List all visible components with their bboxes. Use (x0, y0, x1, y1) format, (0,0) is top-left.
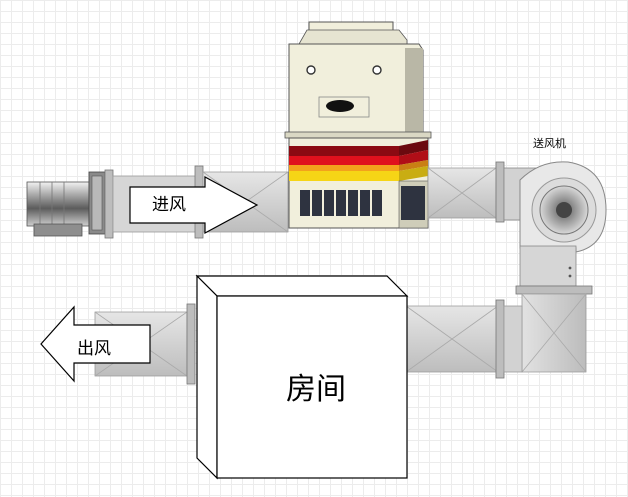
gauge-left (306, 65, 316, 75)
arrow-left-icon (40, 305, 151, 383)
supply-duct-upper (427, 161, 505, 223)
air-handling-unit (284, 21, 432, 229)
supply-duct-vertical (515, 285, 593, 373)
fan-label: 送风机 (533, 137, 566, 150)
filter-panel (300, 186, 425, 220)
arrow-right-icon (129, 175, 259, 235)
inspection-port (326, 100, 354, 112)
room-label: 房间 (286, 372, 346, 407)
gauge-right (372, 65, 382, 75)
supply-duct-lower (405, 299, 523, 379)
inlet-label: 进风 (152, 195, 186, 215)
centrifugal-fan-icon (503, 161, 607, 287)
outlet-label: 出风 (77, 339, 111, 359)
motor-icon (26, 171, 106, 237)
room-box (195, 274, 409, 480)
